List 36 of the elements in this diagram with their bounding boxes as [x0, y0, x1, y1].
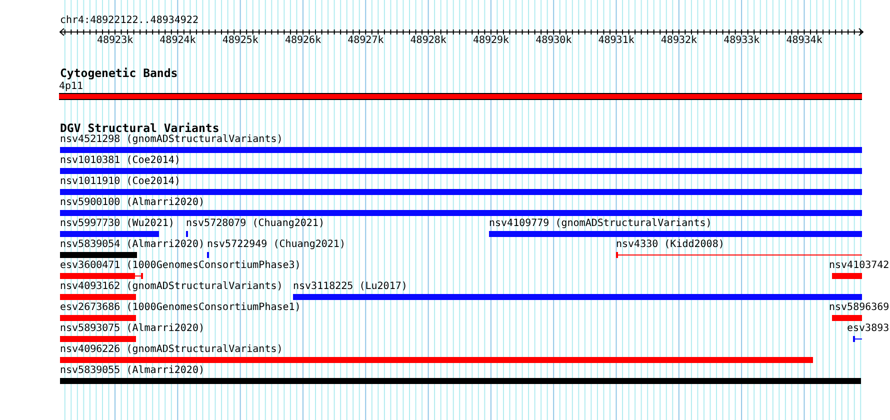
- track-title: Cytogenetic Bands: [60, 66, 178, 80]
- variant-label: nsv4096226 (gnomADStructuralVariants): [60, 344, 283, 356]
- tick-label: 48932k: [660, 35, 698, 47]
- location-label: chr4:48922122..48934922: [60, 15, 198, 27]
- variant-label: nsv4103742: [829, 260, 890, 272]
- variant-label: nsv5893075 (Almarri2020): [60, 323, 204, 335]
- tick-label: 48929k: [472, 35, 510, 47]
- tick-label: 48926k: [284, 35, 322, 47]
- variant-label: esv2673686 (1000GenomesConsortiumPhase1): [60, 302, 301, 314]
- variant-label: esv3600471 (1000GenomesConsortiumPhase3): [60, 260, 301, 272]
- variant-label: nsv3118225 (Lu2017): [293, 281, 408, 293]
- variant-label: nsv5896369: [829, 302, 890, 314]
- tick-label: 48924k: [160, 35, 196, 47]
- variant-label: nsv4330 (Kidd2008): [616, 239, 724, 251]
- variant-label: nsv5900100 (Almarri2020): [60, 197, 204, 209]
- variant-label: nsv4109779 (gnomADStructuralVariants): [489, 218, 712, 230]
- tick-label: 48928k: [410, 35, 446, 47]
- tick-label: 48925k: [222, 35, 258, 47]
- tick-label: 48923k: [97, 35, 134, 47]
- variant-label: nsv5728079 (Chuang2021): [186, 218, 324, 230]
- variant-label: nsv5839055 (Almarri2020): [60, 365, 204, 377]
- tick-label: 48934k: [786, 35, 822, 47]
- tick-label: 48927k: [348, 35, 384, 47]
- variant-label: esv3893: [847, 323, 890, 335]
- tick-label: 48931k: [598, 35, 634, 47]
- track-title: DGV Structural Variants: [60, 121, 220, 135]
- tick-label: 48930k: [536, 35, 572, 47]
- variant-label: nsv1010381 (Coe2014): [60, 155, 180, 167]
- band-label: 4p11: [59, 81, 84, 93]
- variant-label: nsv4521298 (gnomADStructuralVariants): [60, 134, 283, 146]
- variant-label: nsv1011910 (Coe2014): [60, 176, 180, 188]
- variant-label: nsv4093162 (gnomADStructuralVariants): [60, 281, 283, 293]
- variant-label: nsv5997730 (Wu2021): [60, 218, 174, 230]
- tick-label: 48933k: [724, 35, 760, 47]
- variant-label: nsv5839054 (Almarri2020): [60, 239, 204, 251]
- variant-label: nsv5722949 (Chuang2021): [207, 239, 346, 251]
